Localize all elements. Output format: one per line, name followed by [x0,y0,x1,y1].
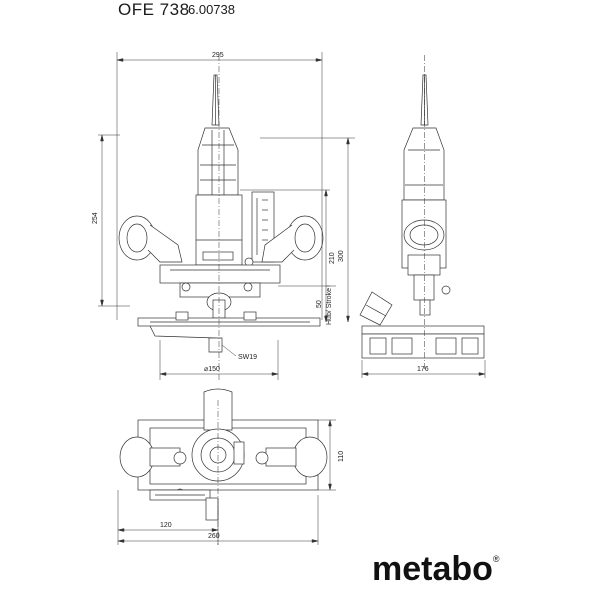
dim-height-left: 254 [92,212,99,224]
metabo-logo: metabo® [372,550,500,589]
plan-view [119,388,328,545]
registered-mark: ® [492,554,500,564]
dim-plan-height: 110 [338,451,345,462]
side-dimensions [361,360,486,378]
front-view [118,55,324,382]
plan-dimensions [117,419,336,545]
model-name: OFE 738 [118,0,190,19]
dim-stroke-label: Hub/ Stroke [326,288,333,325]
side-view [359,55,485,370]
brand-wordmark: metabo [372,550,493,588]
header: OFE 738 6.00738 [0,0,600,28]
dim-width-top: 295 [212,52,224,59]
dim-base-diameter: ⌀150 [204,366,220,373]
dim-height-300: 300 [338,250,345,262]
dim-side-width: 176 [417,366,429,373]
article-number: 6.00738 [188,2,235,17]
dim-plan-260: 260 [208,533,220,540]
dim-height-210: 210 [329,252,336,264]
front-dimensions [98,52,355,380]
dim-stroke: 50 [316,300,323,308]
dim-wrench: SW19 [238,354,257,361]
dim-plan-120: 120 [160,522,172,529]
